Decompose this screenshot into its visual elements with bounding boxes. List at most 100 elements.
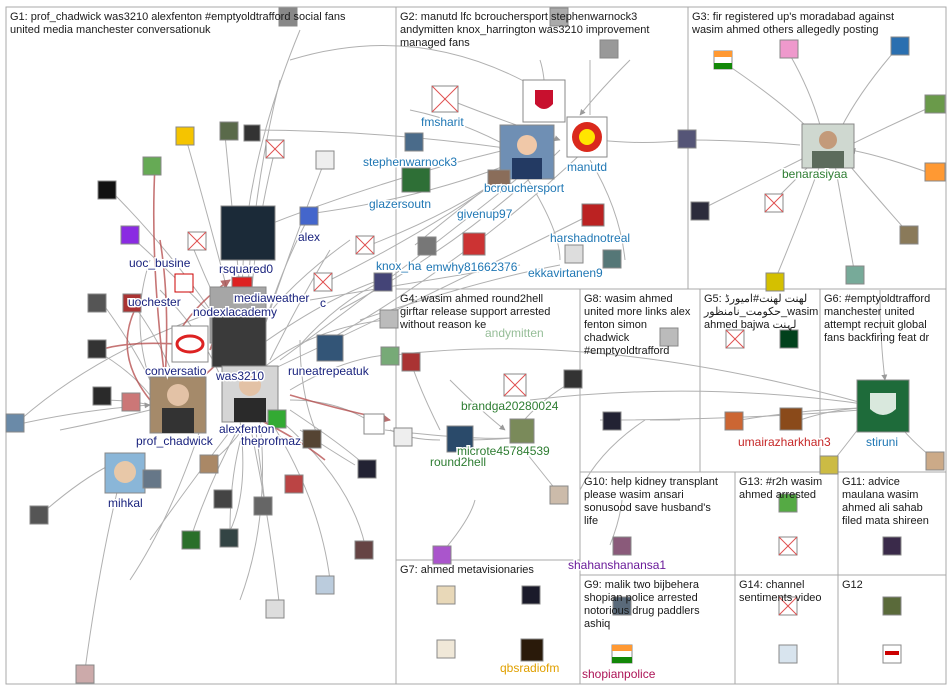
node-knox-image[interactable] bbox=[417, 236, 437, 256]
node-g1-left7-image[interactable] bbox=[29, 505, 49, 525]
label-round2hell[interactable]: round2hell bbox=[429, 454, 488, 471]
node-g1-low2-image[interactable] bbox=[219, 528, 239, 548]
node-g6-image2[interactable] bbox=[925, 451, 945, 471]
label-uoc-business[interactable]: uoc_busine bbox=[128, 255, 193, 272]
node-purple-image[interactable] bbox=[120, 225, 140, 245]
node-g1-mid3-image[interactable] bbox=[284, 474, 304, 494]
node-rsquared0-image[interactable] bbox=[220, 205, 276, 261]
label-prof-chadwick[interactable]: prof_chadwick bbox=[135, 433, 216, 450]
label-nodexlacademy[interactable]: nodexlacademy bbox=[192, 304, 279, 321]
node-g14-image[interactable] bbox=[778, 644, 798, 664]
label-mediaweather[interactable]: mediaweather bbox=[233, 290, 311, 307]
node-g12-image[interactable] bbox=[882, 596, 902, 616]
label-mihkal[interactable]: mihkal bbox=[107, 495, 145, 512]
label-benarasiyaa[interactable]: benarasiyaa bbox=[781, 166, 850, 183]
node-g2-top2-image[interactable] bbox=[599, 39, 619, 59]
label-uochester[interactable]: uochester bbox=[127, 294, 183, 311]
node-g1-left2-image[interactable] bbox=[87, 293, 107, 313]
label-conversationuk[interactable]: conversatio bbox=[144, 363, 209, 380]
node-g1-left4-image[interactable] bbox=[87, 339, 107, 359]
node-g4-left2-image[interactable] bbox=[393, 427, 413, 447]
node-g7-image3[interactable] bbox=[436, 639, 456, 659]
node-g3-br-image[interactable] bbox=[899, 225, 919, 245]
node-ekkavirtanen9-image[interactable] bbox=[564, 244, 584, 264]
node-g5-pak-flag-image[interactable] bbox=[779, 329, 799, 349]
label-brandga20280024[interactable]: brandga20280024 bbox=[460, 398, 561, 415]
node-g1-left6-image[interactable] bbox=[121, 392, 141, 412]
node-g4-y-image[interactable] bbox=[401, 352, 421, 372]
label-runeatrepeatuk[interactable]: runeatrepeatuk bbox=[287, 363, 372, 380]
node-umairazharkhan3-image[interactable] bbox=[779, 407, 803, 431]
node-round2hell-image[interactable] bbox=[446, 425, 474, 453]
label-manutd[interactable]: manutd bbox=[566, 159, 609, 176]
node-football-ecology-image[interactable] bbox=[363, 413, 385, 435]
node-g1-mid-image[interactable] bbox=[302, 429, 322, 449]
node-g1-far-left-image[interactable] bbox=[5, 413, 25, 433]
label-knox[interactable]: knox_ha bbox=[375, 258, 424, 275]
label-bcrouchersport[interactable]: bcrouchersport bbox=[483, 180, 567, 197]
node-runeatrepeatuk-image[interactable] bbox=[316, 334, 344, 362]
node-g3-top-image[interactable] bbox=[779, 39, 799, 59]
label-stephenwarnock3[interactable]: stephenwarnock3 bbox=[362, 154, 459, 171]
node-bbc-news-image[interactable] bbox=[97, 180, 117, 200]
label-fmsharit[interactable]: fmsharit bbox=[420, 114, 466, 131]
node-g1-top-image[interactable] bbox=[219, 121, 239, 141]
node-g1-top3-image[interactable] bbox=[278, 7, 298, 27]
node-g4-low-image[interactable] bbox=[432, 545, 452, 565]
node-theprofmaz-image[interactable] bbox=[267, 409, 287, 429]
node-g1-low5-image[interactable] bbox=[265, 599, 285, 619]
node-alex-image[interactable] bbox=[299, 206, 319, 226]
node-g1-mid5-image[interactable] bbox=[213, 489, 233, 509]
node-g1-mid6-image[interactable] bbox=[253, 496, 273, 516]
node-g5-image[interactable] bbox=[724, 411, 744, 431]
label-ekkavirtanen9[interactable]: ekkavirtanen9 bbox=[527, 265, 605, 282]
node-g2-top-image[interactable] bbox=[549, 7, 569, 27]
label-harshadnotreal[interactable]: harshadnotreal bbox=[549, 230, 632, 247]
label-shahanshanansa1[interactable]: shahanshanansa1 bbox=[567, 557, 668, 574]
node-g1-mid4-image[interactable] bbox=[142, 469, 162, 489]
label-emwhy81662376[interactable]: emwhy81662376 bbox=[425, 259, 520, 276]
node-g3-flag2-image[interactable] bbox=[924, 162, 946, 182]
node-g1-low1-image[interactable] bbox=[181, 530, 201, 550]
node-g1-left-image[interactable] bbox=[142, 156, 162, 176]
node-g4-left-image[interactable] bbox=[380, 346, 400, 366]
label-glazersoutn[interactable]: glazersoutn bbox=[368, 196, 433, 213]
node-g1-bottom-image[interactable] bbox=[75, 664, 95, 684]
node-g1-left5-image[interactable] bbox=[92, 386, 112, 406]
label-givenup97[interactable]: givenup97 bbox=[456, 206, 515, 223]
node-bbc-sport-image[interactable] bbox=[175, 126, 195, 146]
label-was3210[interactable]: was3210 bbox=[214, 368, 266, 385]
node-g4-bottom-image[interactable] bbox=[549, 485, 569, 505]
node-g7-image[interactable] bbox=[436, 585, 456, 605]
node-g11-image[interactable] bbox=[882, 536, 902, 556]
node-g8-image2[interactable] bbox=[659, 327, 679, 347]
node-qbsradiofm-image[interactable] bbox=[520, 638, 544, 662]
node-g4-right-image[interactable] bbox=[563, 369, 583, 389]
node-g13-image[interactable] bbox=[778, 493, 798, 513]
node-g8-image[interactable] bbox=[602, 411, 622, 431]
label-theprofmaz[interactable]: theprofmaz bbox=[240, 433, 303, 450]
node-g3-bottom2-image[interactable] bbox=[845, 265, 865, 285]
node-g3-right-image[interactable] bbox=[924, 94, 946, 114]
node-g3-bottom-image[interactable] bbox=[765, 272, 785, 292]
node-microte-image[interactable] bbox=[509, 418, 535, 444]
label-umairazharkhan3[interactable]: umairazharkhan3 bbox=[737, 434, 833, 451]
node-g9-image[interactable] bbox=[612, 596, 632, 616]
label-shopianpolice[interactable]: shopianpolice bbox=[581, 666, 658, 683]
node-uochester-image[interactable] bbox=[174, 273, 194, 293]
label-stiruni[interactable]: stiruni bbox=[865, 434, 900, 451]
node-g2-right-image[interactable] bbox=[677, 129, 697, 149]
node-glazersoutn-image[interactable] bbox=[401, 167, 431, 193]
node-g6-image[interactable] bbox=[819, 455, 839, 475]
node-cpds-image[interactable] bbox=[315, 150, 335, 170]
node-g1-b-image[interactable] bbox=[357, 459, 377, 479]
node-g3-badge-image[interactable] bbox=[890, 36, 910, 56]
label-c[interactable]: c bbox=[319, 295, 328, 312]
node-g1-low3-image[interactable] bbox=[354, 540, 374, 560]
node-shahanshanansa1-image[interactable] bbox=[612, 536, 632, 556]
node-stephenwarnock3-image[interactable] bbox=[404, 132, 424, 152]
label-qbsradiofm[interactable]: qbsradiofm bbox=[499, 660, 561, 677]
node-g1-top2-image[interactable] bbox=[243, 124, 261, 142]
node-g7-image2[interactable] bbox=[521, 585, 541, 605]
node-g1-low4-image[interactable] bbox=[315, 575, 335, 595]
